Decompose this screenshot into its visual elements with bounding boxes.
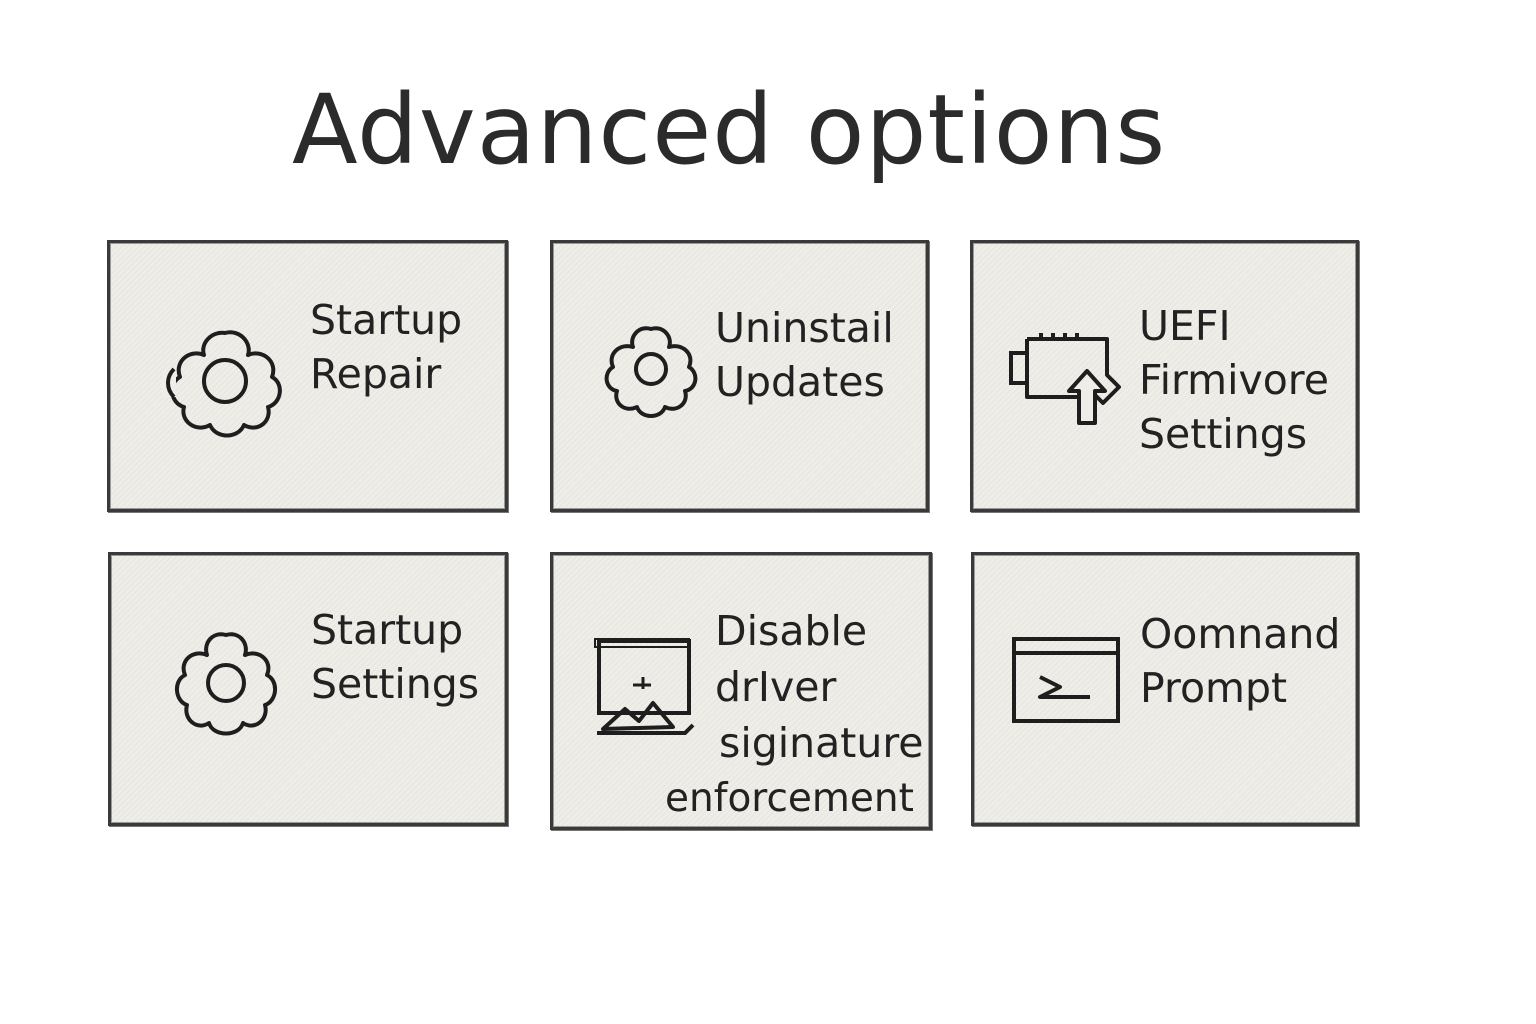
firmware-chip-icon — [1007, 331, 1125, 435]
driver-image-icon — [593, 637, 695, 737]
terminal-icon — [1010, 635, 1122, 725]
uefi-firmware-settings-tile[interactable]: UEFI Firmivore Settings — [970, 240, 1359, 512]
gear-icon — [167, 627, 285, 743]
startup-settings-label: Startup Settings — [311, 606, 480, 708]
startup-settings-tile[interactable]: Startup Settings — [108, 552, 508, 826]
disable-driver-signature-enforcement-label: Disable drIver siginature enforcement — [665, 607, 924, 821]
startup-repair-tile[interactable]: Startup Repair — [107, 240, 508, 512]
uninstall-updates-tile[interactable]: Uninstail Updates — [550, 240, 929, 512]
uefi-firmware-settings-label: UEFI Firmivore Settings — [1139, 302, 1329, 458]
startup-repair-label: Startup Repair — [310, 296, 463, 398]
gear-icon — [599, 321, 703, 421]
page-title: Advanced options — [292, 74, 1167, 186]
command-prompt-label: Oomnand Prompt — [1140, 610, 1341, 712]
disable-driver-signature-enforcement-tile[interactable]: Disable drIver siginature enforcement — [550, 552, 932, 830]
command-prompt-tile[interactable]: Oomnand Prompt — [971, 552, 1359, 826]
uninstall-updates-label: Uninstail Updates — [715, 304, 894, 406]
gear-icon — [162, 321, 288, 439]
